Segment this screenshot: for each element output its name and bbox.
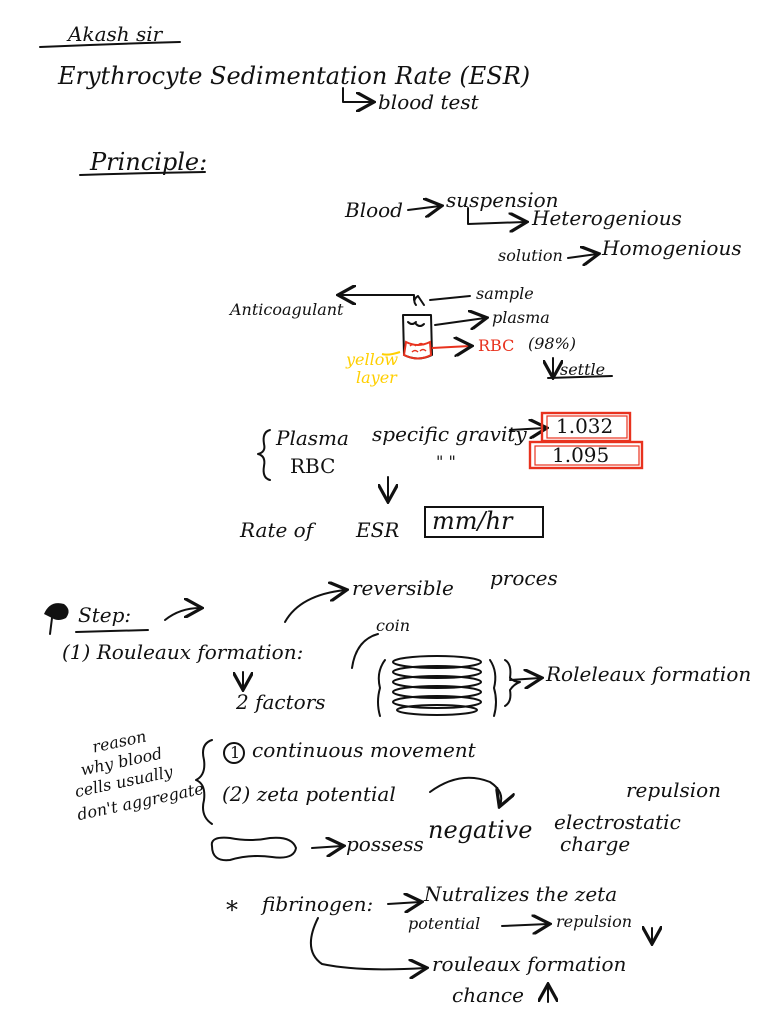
principle-underline — [79, 171, 206, 176]
gravity-plasma-label: Plasma — [276, 426, 349, 450]
blood-label: Blood — [345, 198, 403, 222]
repulsion-label: repulsion — [626, 778, 722, 802]
test-tube-sketch — [402, 295, 433, 360]
roleleaux-formation-label: Roleleaux formation — [546, 662, 752, 686]
two-factors-label: 2 factors — [236, 690, 326, 714]
rate-of-label: Rate of — [240, 518, 314, 542]
specific-gravity-label: specific gravity — [372, 422, 527, 446]
possess-label: possess — [346, 832, 424, 856]
solution-label: solution — [498, 246, 563, 265]
factor-2-label: (2) zeta potential — [222, 782, 396, 806]
gravity-brace — [257, 429, 271, 481]
potential-label: potential — [408, 914, 481, 933]
zeta-to-repulsion-arrow — [429, 776, 501, 805]
step-underline — [75, 629, 149, 633]
factor-1-circle — [223, 742, 245, 764]
gravity-rbc-label: RBC — [290, 454, 336, 478]
sample-label: sample — [476, 284, 534, 303]
rbc-label: RBC — [478, 336, 515, 355]
rouleaux-to-bengali-arrow — [164, 608, 200, 621]
charge-label: charge — [560, 832, 631, 856]
tube-to-anticoagulant-arrow — [340, 295, 415, 300]
blob-to-possess-arrow — [311, 846, 342, 848]
pin-icon — [44, 603, 69, 635]
chance-label: chance — [452, 983, 524, 1007]
reversible-label: reversible — [352, 576, 454, 600]
rouleaux-formation-label: (1) Rouleaux formation: — [62, 640, 304, 664]
factor-1-label: continuous movement — [252, 738, 476, 762]
bengali-to-reversible-arrow — [284, 590, 345, 623]
anticoagulant-label: Anticoagulant — [230, 300, 344, 319]
yellow-layer-label-1: yellow — [346, 350, 399, 369]
suspension-label: suspension — [446, 188, 559, 212]
yellow-layer-label-2: layer — [356, 368, 397, 387]
homogenious-label: Homogenious — [602, 236, 742, 260]
rouleaux-formation-note: rouleaux formation — [432, 952, 627, 976]
plasma-gravity-value: 1.032 — [556, 414, 614, 438]
plasma-arrow — [434, 318, 485, 325]
ditto-mark: " " — [436, 452, 456, 471]
unit-box — [424, 506, 544, 538]
settle-label: settle — [560, 360, 606, 379]
fibrinogen-arrow — [387, 902, 420, 904]
step-heading: Step: — [78, 603, 132, 627]
settle-underline — [547, 375, 613, 379]
fibrinogen-to-rouleaux-arrow — [310, 917, 425, 969]
reason-brace — [195, 739, 213, 825]
sample-line — [429, 295, 471, 301]
heterogenious-label: Heterogenious — [532, 206, 682, 230]
repulsion-note: repulsion — [556, 912, 633, 931]
author-underline — [39, 41, 181, 48]
cell-blob-sketch — [210, 836, 297, 862]
page-title: Erythrocyte Sedimentation Rate (ESR) — [58, 62, 531, 90]
rbc-arrow — [431, 346, 470, 348]
coin-label: coin — [376, 616, 411, 635]
solution-to-homogenious-arrow — [567, 254, 597, 258]
factor-1-number: 1 — [230, 743, 241, 762]
process-label: proces — [490, 566, 558, 590]
neutralizes-label: Nutralizes the zeta — [424, 882, 618, 906]
star-bullet: * — [226, 896, 238, 924]
potential-arrow — [501, 924, 548, 926]
esr-label: ESR — [356, 518, 400, 542]
blood-to-suspension-arrow — [407, 206, 440, 210]
coin-to-formation-arrow — [509, 678, 540, 680]
gravity-arrow — [509, 428, 545, 430]
electrostatic-label: electrostatic — [554, 810, 681, 834]
rbc-gravity-value: 1.095 — [552, 443, 610, 467]
unit-label: mm/hr — [432, 507, 513, 535]
principle-heading: Principle: — [90, 148, 208, 176]
author-name: Akash sir — [68, 22, 163, 46]
blood-test-note: blood test — [378, 90, 479, 114]
coin-stack-sketch — [351, 633, 521, 717]
blood-test-arrow — [342, 87, 372, 102]
rbc-percent-label: (98%) — [528, 334, 577, 353]
negative-label: negative — [428, 816, 533, 844]
fibrinogen-label: fibrinogen: — [262, 892, 374, 916]
suspension-to-heterogenious-arrow — [467, 207, 525, 224]
rbc-value-box — [528, 440, 644, 470]
plasma-label: plasma — [492, 308, 550, 327]
